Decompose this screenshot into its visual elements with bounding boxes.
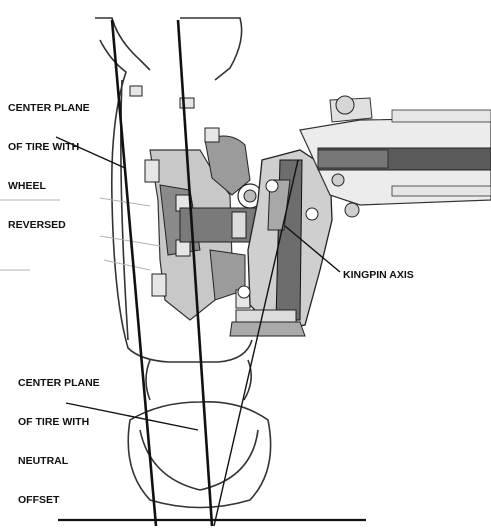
leader-line-neutral	[65, 402, 199, 431]
axle-housing	[299, 95, 491, 218]
label-line: OF TIRE WITH	[8, 141, 80, 153]
steering-knuckle	[229, 149, 333, 337]
leader-line-kingpin	[284, 225, 341, 273]
label-line: CENTER PLANE	[18, 377, 100, 389]
label-line: WHEEL	[8, 180, 46, 192]
label-line: NEUTRAL	[18, 455, 69, 467]
center-plane-line-neutral	[176, 19, 214, 527]
label-line: REVERSED	[8, 219, 66, 231]
label-line: OF TIRE WITH	[18, 416, 90, 428]
label-kingpin-axis: KINGPIN AXIS	[343, 269, 414, 281]
label-line: OFFSET	[18, 494, 60, 506]
leader-line-reversed	[55, 136, 126, 169]
label-center-plane-neutral-offset: CENTER PLANE OF TIRE WITH NEUTRAL OFFSET	[18, 351, 100, 520]
hatch-lines	[0, 197, 161, 271]
center-plane-line-reversed	[110, 19, 158, 527]
label-line: CENTER PLANE	[8, 102, 90, 114]
kingpin-axis-line	[213, 159, 299, 527]
label-center-plane-wheel-reversed: CENTER PLANE OF TIRE WITH WHEEL REVERSED	[8, 76, 90, 245]
